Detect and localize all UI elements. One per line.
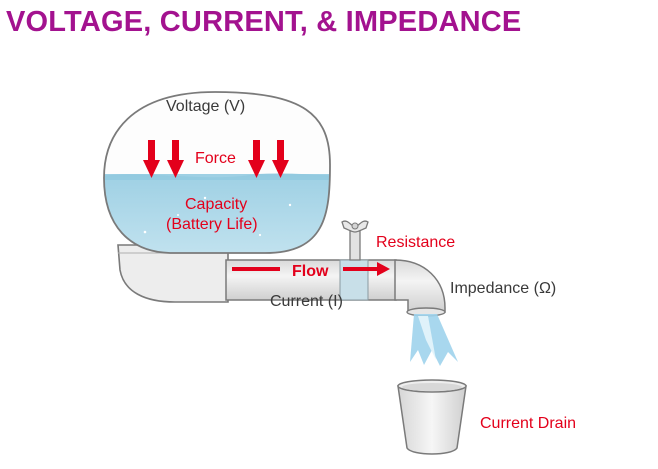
force-arrows xyxy=(143,140,289,178)
flow-arrows xyxy=(232,262,390,276)
force-arrow-4 xyxy=(272,140,289,178)
resistance-section xyxy=(339,259,369,301)
force-label: Force xyxy=(195,150,236,167)
current-drain-label: Current Drain xyxy=(480,415,576,432)
faucet-handle-icon xyxy=(341,220,369,261)
force-arrow-3 xyxy=(248,140,265,178)
bucket-icon xyxy=(397,379,467,455)
impedance-label: Impedance (Ω) xyxy=(450,280,556,297)
tank-water xyxy=(104,174,330,253)
force-arrow-2 xyxy=(167,140,184,178)
battery-life-label: (Battery Life) xyxy=(166,216,258,233)
voltage-label: Voltage (V) xyxy=(166,98,245,115)
outlet-pipe xyxy=(225,259,446,317)
force-arrow-1 xyxy=(143,140,160,178)
page-title: VOLTAGE, CURRENT, & IMPEDANCE xyxy=(6,6,522,38)
water-stream-icon xyxy=(410,314,458,366)
current-label: Current (I) xyxy=(270,293,343,310)
flow-label: Flow xyxy=(292,263,329,280)
capacity-label: Capacity xyxy=(185,196,247,213)
resistance-label: Resistance xyxy=(376,234,455,251)
battery-tank xyxy=(103,91,331,254)
